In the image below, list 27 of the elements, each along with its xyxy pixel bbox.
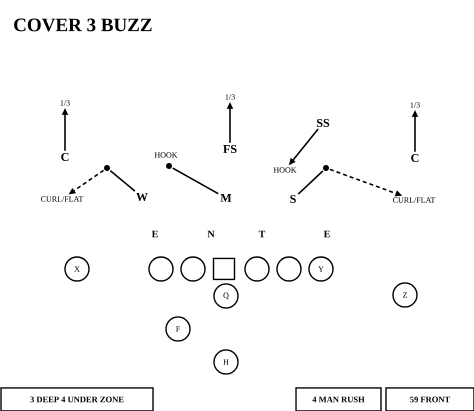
zone-label: HOOK: [154, 152, 178, 158]
position-label: S: [290, 194, 296, 203]
player-circle: [244, 256, 270, 282]
player-circle: [276, 256, 302, 282]
zone-label: CURL/FLAT: [41, 196, 84, 202]
position-label: M: [220, 194, 232, 202]
zone-label: 1/3: [410, 102, 420, 108]
position-label: SS: [316, 118, 330, 127]
zone-label: 1/3: [60, 100, 70, 106]
title: COVER 3 BUZZ: [14, 18, 152, 32]
center-square: [212, 258, 236, 280]
player-circle: [148, 256, 174, 282]
player-circle: [180, 256, 206, 282]
position-label: C: [411, 154, 418, 162]
position-label: FS: [223, 144, 236, 153]
label-box: 4 MAN RUSH: [295, 387, 382, 411]
position-label: C: [61, 152, 68, 161]
position-label: T: [258, 230, 266, 238]
zone-label: HOOK: [274, 167, 296, 173]
label-box: 59 FRONT: [385, 387, 474, 411]
position-label: E: [324, 230, 330, 238]
position-label: N: [208, 230, 214, 238]
position-label: W: [136, 192, 148, 202]
position-label: E: [152, 230, 158, 238]
label-box: 3 DEEP 4 UNDER ZONE: [0, 387, 154, 411]
zone-label: 1/3: [226, 94, 235, 100]
zone-label: CURL/FLAT: [393, 197, 436, 203]
